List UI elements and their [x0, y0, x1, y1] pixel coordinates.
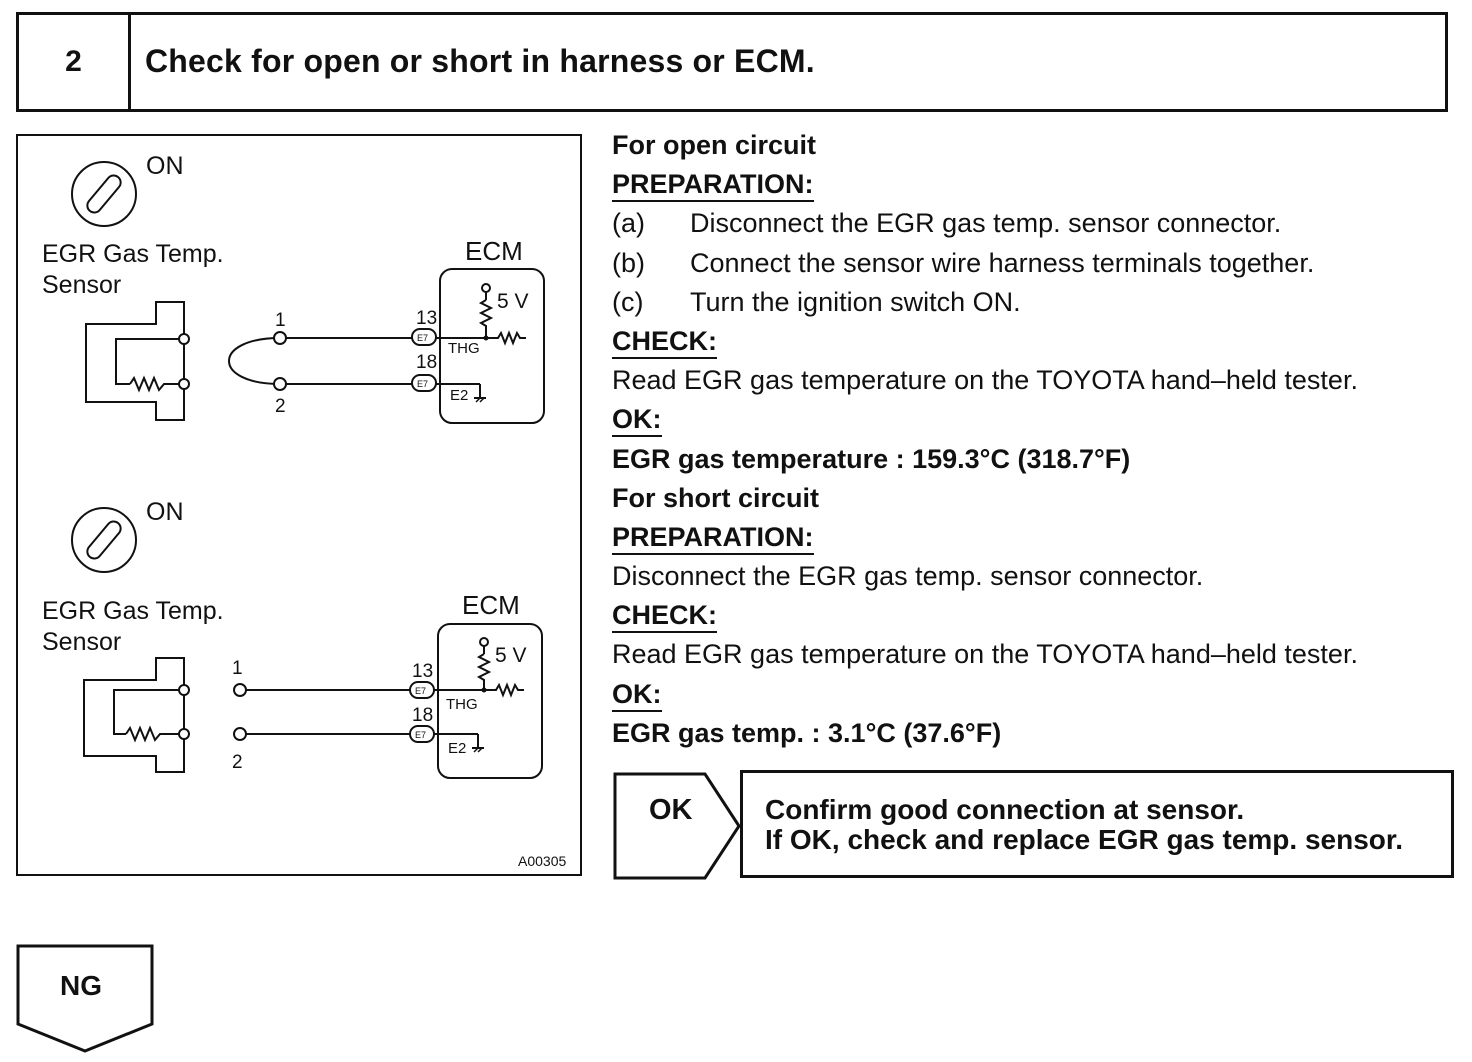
list-item: (a) Disconnect the EGR gas temp. sensor …	[612, 204, 1462, 243]
sensor-label: EGR Gas Temp.	[42, 240, 224, 268]
wire1-label: 1	[275, 310, 286, 331]
ground-label: E2	[450, 387, 468, 404]
list-marker: (a)	[612, 208, 645, 239]
egr-sensor-icon	[83, 657, 190, 773]
list-marker: (c)	[612, 286, 644, 317]
voltage-label: 5 V	[495, 644, 527, 667]
switch-on-label: ON	[146, 498, 184, 526]
step-header: 2 Check for open or short in harness or …	[16, 12, 1448, 112]
check-text: Read EGR gas temperature on the TOYOTA h…	[612, 365, 1358, 396]
connector-label: E7	[417, 333, 428, 343]
switch-on-label: ON	[146, 152, 184, 180]
open-circuit-title: For open circuit	[612, 130, 817, 160]
connector-label: E7	[415, 730, 426, 740]
ecm-box	[437, 623, 543, 779]
ok-arrow-tag: OK	[613, 772, 741, 880]
signal-label: THG	[448, 340, 480, 357]
ok-tag-label: OK	[649, 794, 693, 826]
pin-number: 18	[412, 705, 433, 726]
sensor-label: Sensor	[42, 628, 121, 656]
list-text: Disconnect the EGR gas temp. sensor conn…	[690, 208, 1282, 239]
voltage-label: 5 V	[497, 290, 529, 313]
result-line: Confirm good connection at sensor.	[765, 794, 1245, 825]
pin-number: 13	[416, 308, 437, 329]
list-item: (b) Connect the sensor wire harness term…	[612, 244, 1462, 283]
result-line: If OK, check and replace EGR gas temp. s…	[765, 824, 1404, 855]
ok-result-box: Confirm good connection at sensor. If OK…	[740, 770, 1454, 878]
list-text: Turn the ignition switch ON.	[690, 286, 1021, 317]
check-text: Read EGR gas temperature on the TOYOTA h…	[612, 639, 1358, 670]
ng-arrow-tag: NG	[16, 944, 156, 1054]
figure-code: A00305	[518, 853, 566, 869]
ignition-switch-icon	[71, 507, 137, 573]
sensor-label: Sensor	[42, 271, 121, 299]
list-text: Connect the sensor wire harness terminal…	[690, 247, 1315, 278]
list-marker: (b)	[612, 247, 645, 278]
pin-number: 13	[412, 661, 433, 682]
instructions: For open circuit PREPARATION: (a) Discon…	[612, 126, 1462, 753]
short-circuit-title: For short circuit	[612, 482, 820, 513]
ng-tag-label: NG	[60, 970, 102, 1001]
ok-spec: EGR gas temp. : 3.1°C (37.6°F)	[612, 717, 1002, 748]
ground-label: E2	[448, 740, 466, 757]
ecm-label: ECM	[462, 590, 520, 620]
ignition-switch-icon	[71, 161, 137, 227]
preparation-text: Disconnect the EGR gas temp. sensor conn…	[612, 561, 1204, 592]
preparation-heading: PREPARATION:	[612, 168, 814, 203]
wiring-diagram: ON EGR Gas Temp. Sensor ECM 1 2 13 18 E7…	[16, 134, 582, 876]
list-item: (c) Turn the ignition switch ON.	[612, 283, 1462, 322]
wire1-label: 1	[232, 658, 243, 679]
step-number: 2	[19, 15, 131, 109]
jumper-wire	[228, 337, 281, 385]
pin-number: 18	[416, 352, 437, 373]
check-heading: CHECK:	[612, 325, 717, 359]
ok-heading: OK:	[612, 403, 662, 438]
egr-sensor-icon	[85, 301, 190, 421]
ecm-label: ECM	[465, 236, 523, 266]
connector-label: E7	[417, 379, 428, 389]
preparation-heading: PREPARATION:	[612, 521, 814, 555]
ok-heading: OK:	[612, 678, 662, 712]
wire2-label: 2	[232, 752, 243, 773]
check-heading: CHECK:	[612, 599, 717, 634]
connector-label: E7	[415, 686, 426, 696]
signal-label: THG	[446, 696, 478, 713]
step-title: Check for open or short in harness or EC…	[145, 43, 815, 79]
sensor-label: EGR Gas Temp.	[42, 597, 224, 625]
wire2-label: 2	[275, 396, 286, 417]
ok-spec: EGR gas temperature : 159.3°C (318.7°F)	[612, 443, 1131, 474]
ecm-box	[439, 268, 545, 424]
